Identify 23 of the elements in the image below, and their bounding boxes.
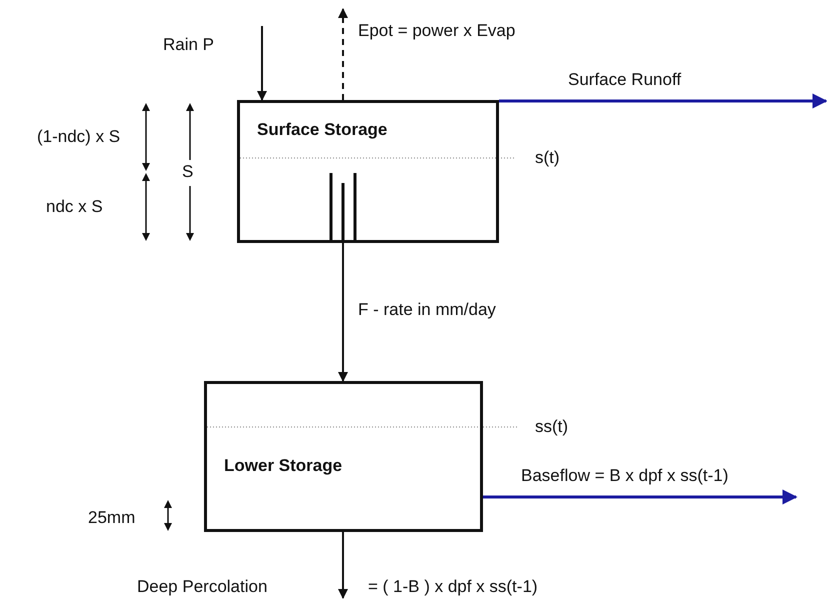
edge-label: Surface Runoff [568,70,682,90]
arrow [338,243,348,382]
dimension-label: S [182,162,194,182]
box-title: Lower Storage [224,456,342,476]
edge-label: Deep Percolation [137,577,268,597]
box-title: Surface Storage [257,120,388,140]
edge-label: Rain P [163,35,214,55]
storage-box [237,100,499,243]
edge-label: Baseflow = B x dpf x ss(t-1) [521,466,728,486]
arrow [499,94,827,108]
arrow [257,26,267,101]
dimension-label: ndc x S [46,197,103,217]
arrow [338,8,348,100]
dimension-label: (1-ndc) x S [37,127,120,147]
level-label: ss(t) [535,417,568,437]
dimension-label: 25mm [88,508,136,528]
edge-label: F - rate in mm/day [358,300,496,320]
formula-text: = ( 1-B ) x dpf x ss(t-1) [368,577,538,597]
storage-box [204,381,483,532]
arrow [483,490,798,504]
level-label: s(t) [535,148,560,168]
edge-label: Epot = power x Evap [358,21,516,41]
arrow [338,532,348,599]
